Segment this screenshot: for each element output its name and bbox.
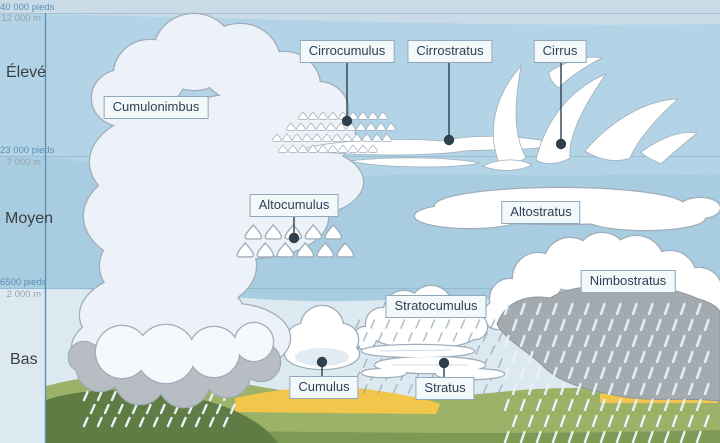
cloud-marker-dot (316, 356, 328, 368)
cloud-marker-dot (288, 232, 300, 244)
cloud-marker-dot (443, 134, 455, 146)
rain-under-nimbostratus (503, 302, 710, 443)
cirrus-cloud (482, 56, 698, 171)
cloud-marker-dot (438, 357, 450, 369)
dark-hill (46, 389, 278, 443)
cloud-marker-dot (555, 138, 567, 150)
stratus-cloud (360, 343, 506, 381)
leader-lines-and-dots (288, 61, 567, 378)
yellow-field (235, 386, 440, 414)
cloud-marker-dot (341, 115, 353, 127)
cumulus-cloud (283, 304, 361, 371)
cumulonimbus-cloud (67, 12, 365, 409)
